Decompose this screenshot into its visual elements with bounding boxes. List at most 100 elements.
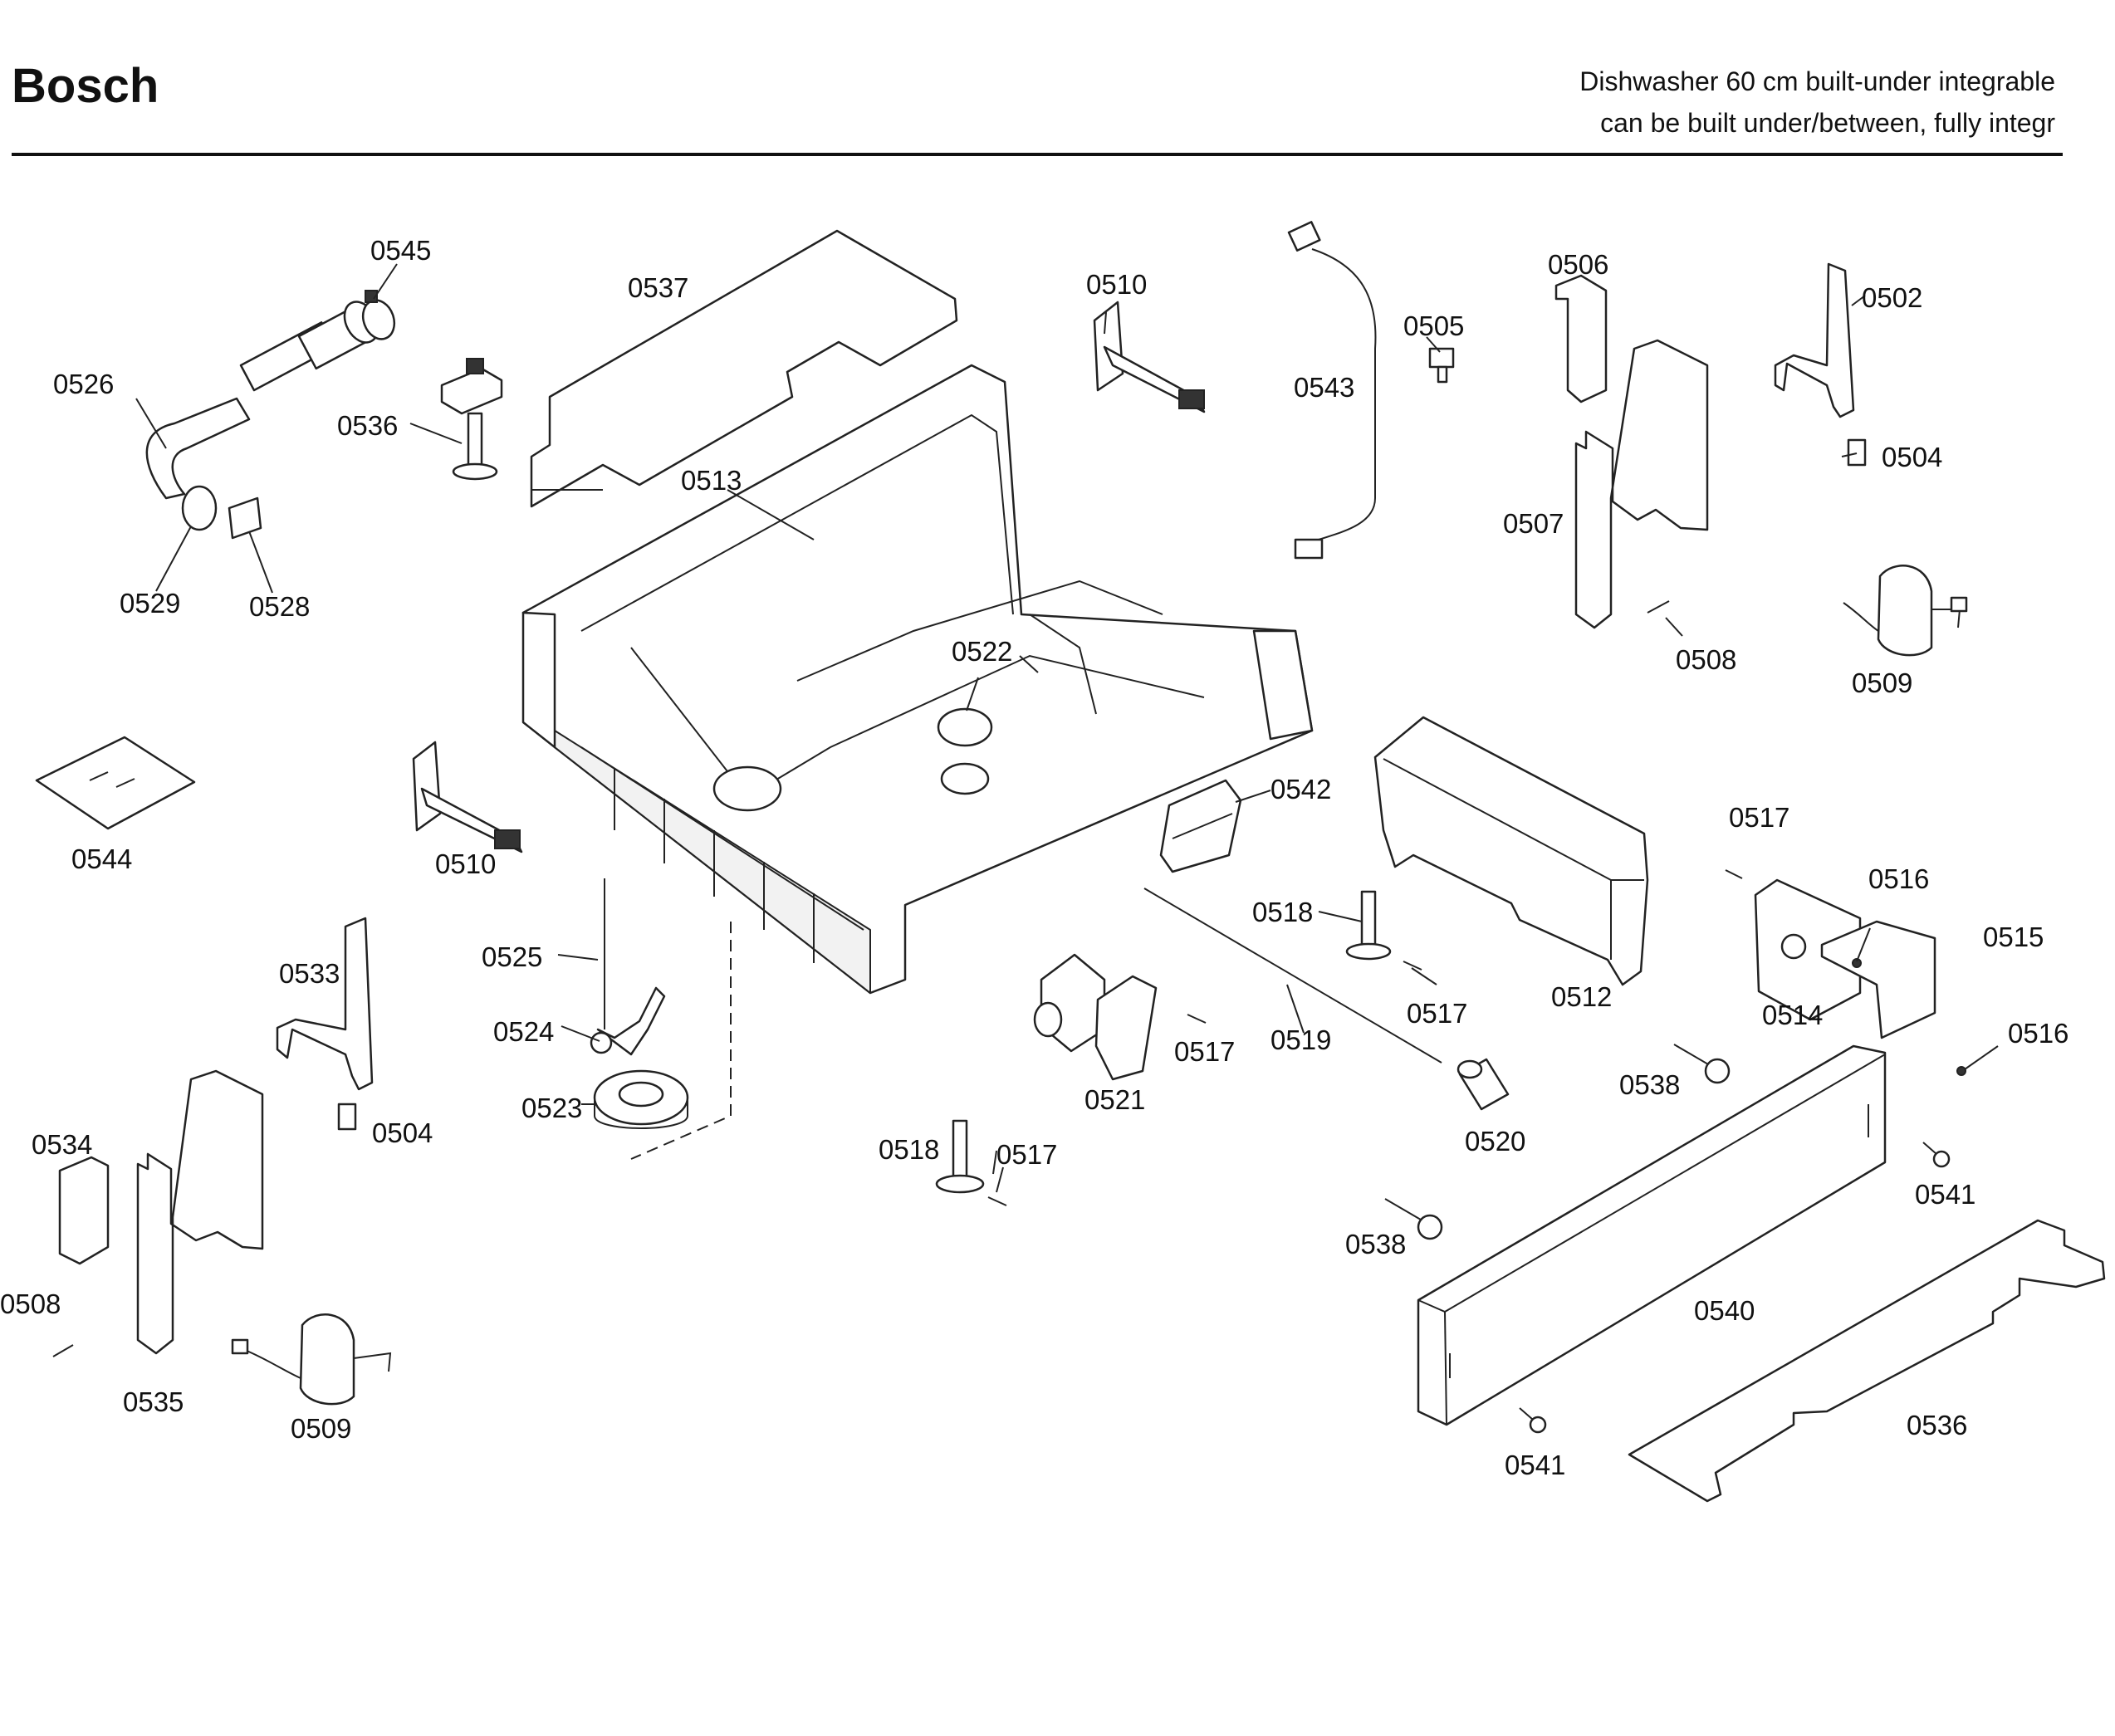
callout-0540: 0540 (1694, 1295, 1755, 1326)
callout-0538-top: 0538 (1619, 1069, 1680, 1100)
part-0517-screw-b (1403, 961, 1422, 971)
callout-0516-a: 0516 (1868, 863, 1929, 894)
part-0533-bracket (276, 917, 374, 1091)
part-0510-hinge-spring-bottom (412, 741, 523, 853)
callout-0522: 0522 (952, 636, 1012, 667)
part-0523-leader-dashed (630, 922, 732, 1160)
callout-0523: 0523 (521, 1093, 582, 1123)
callout-0533: 0533 (279, 958, 340, 989)
part-0512-control-module (1373, 716, 1649, 986)
callout-labels: 0545 0537 0510 0543 0505 0506 0502 0526 … (0, 235, 2068, 1480)
callout-0517-c: 0517 (1174, 1036, 1235, 1067)
part-0537-cover-plate (530, 229, 958, 508)
callout-0542: 0542 (1270, 774, 1331, 804)
callout-0524: 0524 (493, 1016, 554, 1047)
part-0538-bolt-a (1673, 1044, 1731, 1084)
callout-0517-a: 0517 (1729, 802, 1789, 833)
part-0514-module-housing (1754, 878, 1862, 1021)
part-0505-connector (1428, 347, 1455, 384)
header-divider (12, 153, 2063, 156)
callout-0529: 0529 (120, 588, 180, 619)
callout-0507: 0507 (1503, 508, 1564, 539)
callout-0536-bottom: 0536 (1907, 1410, 1967, 1440)
callout-0504-bottom: 0504 (372, 1117, 433, 1148)
part-0545-hose-clamp (361, 290, 396, 340)
part-0515-cover-cap (1820, 920, 1936, 1039)
callout-0518-bottom: 0518 (879, 1134, 939, 1165)
callout-0541-right: 0541 (1915, 1179, 1975, 1210)
part-0508-screw-top (1647, 600, 1670, 614)
part-0540-kick-plate (1417, 1044, 1887, 1426)
part-0529-clamp (181, 485, 218, 531)
part-0519-rod (1143, 888, 1442, 1064)
callout-0534: 0534 (32, 1129, 92, 1160)
callout-0516-b: 0516 (2008, 1018, 2068, 1049)
part-0504-clip-top (1847, 438, 1867, 467)
callout-0512: 0512 (1551, 981, 1612, 1012)
callout-0510-bottom: 0510 (435, 848, 496, 879)
part-0502-bracket (1774, 262, 1855, 418)
callout-0509-bottom: 0509 (291, 1413, 351, 1444)
callout-0506: 0506 (1548, 249, 1608, 280)
part-0510-hinge-spring-top (1093, 301, 1206, 413)
part-0535-mounting-bracket (136, 1069, 264, 1355)
callout-0545: 0545 (370, 235, 431, 266)
part-0507-mounting-bracket (1574, 339, 1709, 629)
part-0542-module (1159, 779, 1242, 873)
part-0536-base-strip (1628, 1219, 2106, 1503)
part-0517-screw-c (1187, 1014, 1207, 1024)
callout-0517-d: 0517 (996, 1139, 1057, 1170)
part-0534-clip (58, 1156, 110, 1265)
callout-0514: 0514 (1762, 1000, 1823, 1030)
callout-0519: 0519 (1270, 1024, 1331, 1055)
callout-0544: 0544 (71, 844, 132, 874)
model-description-line-1: Dishwasher 60 cm built-under integrable (1579, 66, 2055, 96)
callout-0515: 0515 (1983, 922, 2044, 952)
part-0504-clip-bottom (337, 1103, 357, 1131)
callout-0537: 0537 (628, 272, 688, 303)
part-0506-clip (1554, 274, 1608, 403)
part-0517-screw-d (987, 1196, 1007, 1206)
callout-0535: 0535 (123, 1386, 184, 1417)
callout-0510-top: 0510 (1086, 269, 1147, 300)
callout-0543: 0543 (1294, 372, 1354, 403)
part-0538-bolt-b (1384, 1198, 1443, 1240)
callout-0509-top: 0509 (1852, 668, 1912, 698)
callout-0505: 0505 (1403, 311, 1464, 341)
part-0544-hardware-bag (35, 736, 196, 830)
callout-0541-bottom: 0541 (1505, 1450, 1565, 1480)
callout-0526: 0526 (53, 369, 114, 399)
part-0521-inlet-valve (1033, 953, 1158, 1081)
part-0508-screw-bottom (52, 1344, 74, 1357)
model-description-line-2: can be built under/between, fully integr (1600, 108, 2055, 138)
part-0518-foot-top (1345, 890, 1392, 961)
callout-0538-bottom: 0538 (1345, 1229, 1406, 1259)
callout-0508-top: 0508 (1676, 644, 1736, 675)
part-0536-foot (440, 358, 503, 481)
leader-lines (135, 263, 1999, 1193)
part-0517-screw-a (1725, 869, 1743, 879)
part-0524-float-switch (590, 986, 666, 1056)
callout-0536-top: 0536 (337, 410, 398, 441)
callout-0502: 0502 (1862, 282, 1922, 313)
part-0523-float-cup (593, 1069, 689, 1129)
callout-0520: 0520 (1465, 1126, 1525, 1157)
part-0509-sensor-top (1843, 565, 1968, 657)
part-0526-hose (145, 301, 379, 500)
part-0543-wire-harness (1287, 221, 1377, 560)
callout-0518-top: 0518 (1252, 897, 1313, 927)
callout-0517-b: 0517 (1407, 998, 1467, 1029)
callout-0528: 0528 (249, 591, 310, 622)
part-0541-screw-a (1922, 1142, 1951, 1168)
part-0541-screw-b (1519, 1407, 1547, 1434)
part-0518-foot-bottom (935, 1119, 985, 1194)
callout-0508-bottom: 0508 (0, 1289, 61, 1319)
brand-title: Bosch (12, 59, 159, 113)
part-0516-screw-b (1956, 1066, 1966, 1076)
part-0509-sensor-bottom (231, 1313, 392, 1406)
part-0516-screw-a (1852, 958, 1862, 968)
part-0528-bracket (228, 496, 262, 540)
callout-0504-top: 0504 (1882, 442, 1942, 472)
callout-0513: 0513 (681, 465, 742, 496)
